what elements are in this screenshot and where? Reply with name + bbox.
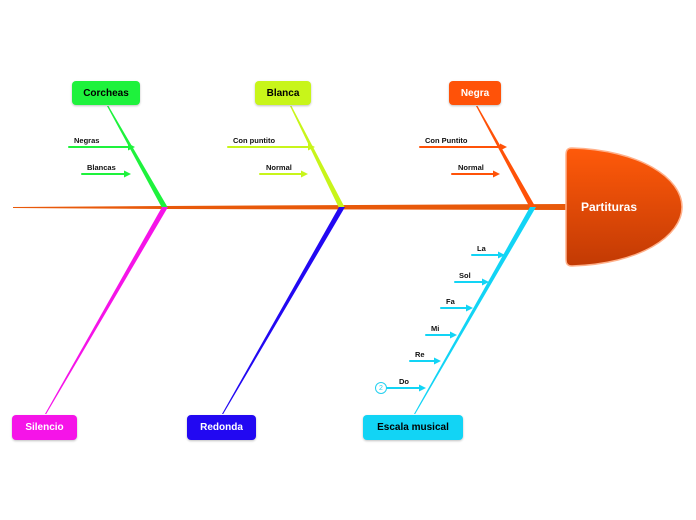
branch-0 (107, 106, 168, 207)
subarrow-1-0-head (308, 143, 315, 151)
branch-bottom-1 (222, 207, 345, 414)
subtopic-fa[interactable]: Fa (446, 297, 455, 306)
subtopic-blancas[interactable]: Blancas (87, 163, 116, 172)
subarrow-escala-2-head (466, 304, 473, 312)
branch-bottom-2 (414, 207, 536, 414)
topic-escala-musical[interactable]: Escala musical (363, 415, 463, 440)
subtopic-con-puntito-negra[interactable]: Con Puntito (425, 136, 468, 145)
subtopic-normal-blanca[interactable]: Normal (266, 163, 292, 172)
topic-silencio[interactable]: Silencio (12, 415, 77, 440)
count-badge[interactable]: 2 (375, 382, 387, 394)
subarrow-2-0-head (500, 143, 507, 151)
subtopic-re[interactable]: Re (415, 350, 425, 359)
branch-bottom-0 (45, 207, 168, 414)
topic-corcheas[interactable]: Corcheas (72, 81, 140, 105)
head-shape[interactable] (565, 147, 683, 267)
subarrow-0-1-head (124, 170, 131, 178)
topic-negra[interactable]: Negra (449, 81, 501, 105)
branch-1 (290, 106, 345, 207)
subarrow-escala-3-head (450, 331, 457, 339)
subtopic-con-puntito[interactable]: Con puntito (233, 136, 276, 145)
subarrow-escala-5-head (419, 384, 426, 392)
subtopic-sol[interactable]: Sol (459, 271, 471, 280)
subtopic-mi[interactable]: Mi (431, 324, 440, 333)
subtopic-negras[interactable]: Negras (74, 136, 100, 145)
subarrow-escala-1-head (482, 278, 489, 286)
subarrow-0-0-head (128, 143, 135, 151)
main-spine (13, 204, 566, 210)
subarrow-2-1-head (493, 170, 500, 178)
branch-2 (476, 106, 536, 207)
subtopic-normal-negra[interactable]: Normal (458, 163, 484, 172)
head-label: Partituras (581, 200, 638, 214)
subarrow-1-1-head (301, 170, 308, 178)
subtopic-la[interactable]: La (477, 244, 486, 253)
topic-redonda[interactable]: Redonda (187, 415, 256, 440)
subarrow-escala-4-head (434, 357, 441, 365)
subtopic-do[interactable]: Do (399, 377, 409, 386)
subarrow-escala-0-head (498, 251, 505, 259)
topic-blanca[interactable]: Blanca (255, 81, 311, 105)
